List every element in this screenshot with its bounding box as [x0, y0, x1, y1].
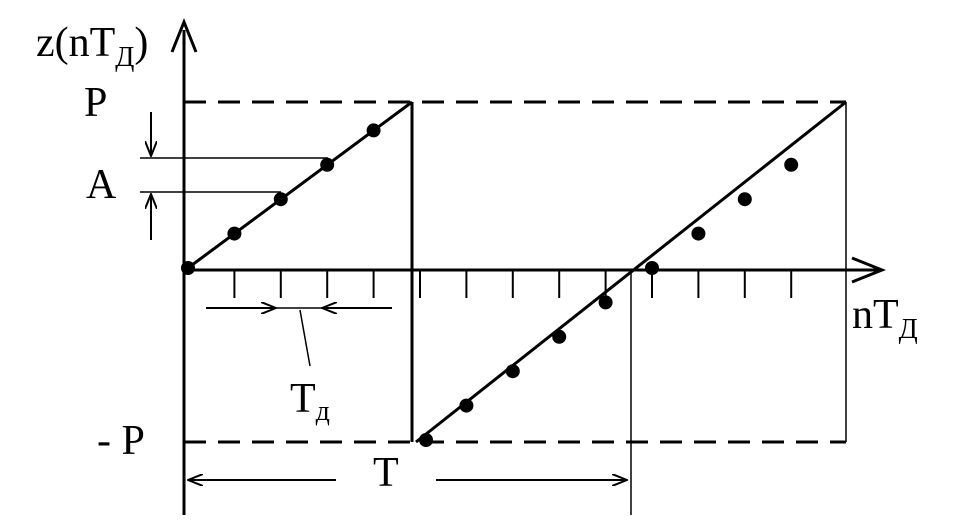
x-axis-ticks	[233, 270, 793, 298]
period-label: T	[373, 450, 399, 496]
sample-leader-line	[299, 309, 311, 367]
sample-dot	[737, 192, 752, 207]
sample-dot	[227, 226, 242, 241]
sample-dot	[459, 398, 474, 413]
sample-dot	[181, 261, 195, 275]
sample-dot	[645, 261, 659, 275]
y-axis-arrow	[170, 17, 198, 53]
y-axis-label: z(nTД)	[36, 20, 148, 73]
level-p-label: P	[84, 80, 107, 126]
sample-dot	[505, 364, 520, 379]
sample-dot	[320, 157, 335, 172]
x-axis-arrow	[851, 256, 887, 284]
sample-dot	[598, 295, 613, 310]
level-minus-p-label: - P	[97, 418, 145, 464]
sample-dot	[691, 226, 706, 241]
sample-dot	[552, 329, 567, 344]
sample-interval-label: Tд	[290, 376, 330, 427]
sample-dot	[273, 192, 288, 207]
sample-dot	[366, 123, 381, 138]
sample-dot	[419, 433, 433, 447]
step-label: A	[86, 162, 117, 208]
sample-dot	[784, 157, 799, 172]
sample-dots	[181, 123, 799, 447]
x-axis-label: nTД	[852, 292, 918, 345]
